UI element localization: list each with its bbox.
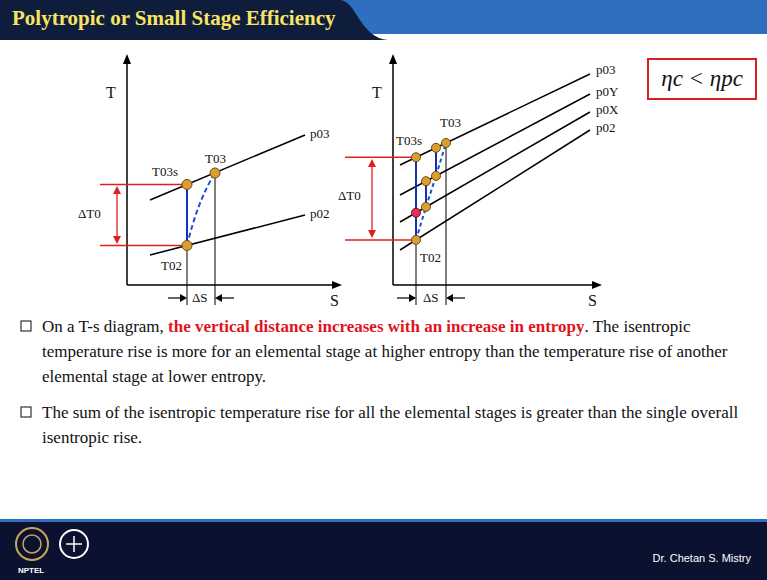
state-point bbox=[182, 168, 220, 251]
entropy-guide bbox=[416, 148, 446, 305]
bullet-square bbox=[21, 321, 31, 331]
body-text: The sum of the isentropic temperature ri… bbox=[42, 403, 738, 447]
delta-label: ΔT0 bbox=[338, 188, 361, 204]
state-label: T03s bbox=[152, 164, 178, 180]
bullet-paragraph: The sum of the isentropic temperature ri… bbox=[42, 400, 754, 450]
logo bbox=[66, 536, 82, 552]
state-point bbox=[412, 208, 421, 217]
logo bbox=[16, 528, 48, 560]
pressure-label: p0X bbox=[596, 102, 618, 118]
pressure-label: p0Y bbox=[596, 84, 618, 100]
red-guide bbox=[100, 185, 187, 246]
title-tab bbox=[0, 0, 388, 40]
isobar bbox=[400, 74, 590, 250]
delta-label: ΔS bbox=[192, 290, 208, 306]
pressure-label: p02 bbox=[596, 120, 616, 136]
state-point bbox=[412, 139, 451, 245]
axis-label: S bbox=[588, 292, 597, 310]
isentropic-line bbox=[416, 148, 436, 240]
logo bbox=[60, 530, 88, 558]
highlight-text: the vertical distance increases with an … bbox=[168, 317, 584, 336]
efficiency-box: ηc < ηpc bbox=[647, 58, 757, 100]
delta-arrow bbox=[368, 159, 376, 238]
pressure-label: p02 bbox=[310, 206, 330, 222]
bullet-square bbox=[21, 407, 31, 417]
slide-title: Polytropic or Small Stage Efficiency bbox=[12, 6, 336, 31]
presenter-name: Dr. Chetan S. Mistry bbox=[653, 552, 751, 564]
body-text: On a T-s diagram, bbox=[42, 317, 164, 336]
isobar bbox=[150, 135, 305, 200]
state-label: T03 bbox=[205, 151, 226, 167]
right-axes bbox=[393, 62, 594, 285]
footer-rule bbox=[0, 519, 767, 522]
logo-caption: NPTEL bbox=[18, 566, 44, 575]
logo bbox=[23, 535, 41, 553]
isobar bbox=[150, 215, 305, 255]
state-label: T02 bbox=[161, 258, 182, 274]
left-axes bbox=[127, 62, 334, 285]
state-label: T03s bbox=[396, 133, 422, 149]
pressure-label: p03 bbox=[596, 62, 616, 78]
state-label: T03 bbox=[440, 115, 461, 131]
pressure-label: p03 bbox=[310, 126, 330, 142]
delta-label: ΔS bbox=[423, 290, 439, 306]
entropy-guide bbox=[187, 178, 215, 305]
axis-label: T bbox=[372, 84, 382, 102]
state-label: T02 bbox=[420, 250, 441, 266]
delta-arrow bbox=[113, 186, 121, 244]
axis-label: S bbox=[330, 292, 339, 310]
delta-label: ΔT0 bbox=[78, 206, 101, 222]
formula-text: ηc < ηpc bbox=[661, 66, 743, 91]
bullet-paragraph: On a T-s diagram,the vertical distance i… bbox=[42, 314, 754, 389]
axis-label: T bbox=[106, 84, 116, 102]
footer-bar bbox=[0, 522, 767, 580]
isentropic-line bbox=[186, 185, 188, 246]
